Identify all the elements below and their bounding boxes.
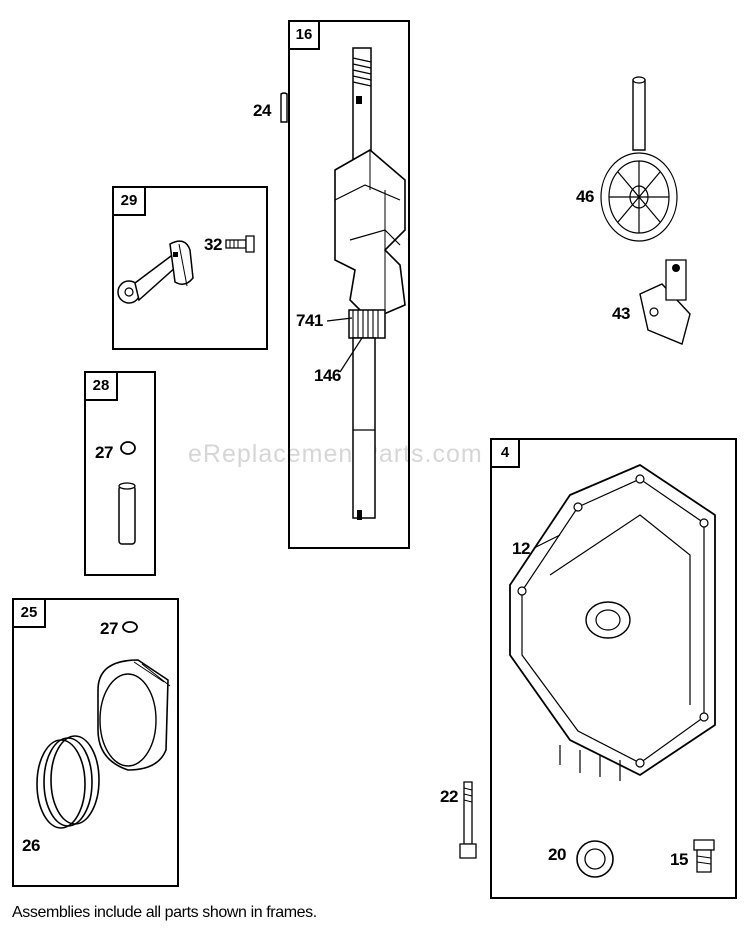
frame-piston-number: 25: [12, 598, 46, 628]
callout-32: 32: [204, 235, 222, 254]
callout-12: 12: [512, 539, 530, 558]
callout-146: 146: [314, 366, 341, 385]
frame-piston-pin-number: 28: [84, 371, 118, 401]
frame-connecting-rod-number: 29: [112, 186, 146, 216]
callout-27a: 27: [95, 443, 113, 462]
callout-741: 741: [296, 311, 323, 330]
piston-pin-part: [116, 480, 138, 550]
frame-connecting-rod: 29: [112, 186, 268, 350]
frame-piston: 25: [12, 598, 179, 887]
connecting-rod-part: [115, 226, 205, 326]
key-part: [278, 92, 290, 124]
frame-crankcase: 4: [490, 438, 737, 899]
crankcase-part: [500, 455, 732, 785]
frame-piston-pin: 28: [84, 371, 156, 576]
assemblies-note: Assemblies include all parts shown in fr…: [12, 904, 317, 921]
oil-seal-part: [572, 836, 618, 882]
watermark-text: eReplacementParts.com: [188, 440, 483, 468]
callout-26: 26: [22, 836, 40, 855]
crankshaft-part: [325, 40, 425, 520]
frame-crankshaft: 16: [288, 20, 410, 549]
frame-crankcase-number: 4: [490, 438, 520, 468]
callout-46: 46: [576, 187, 594, 206]
crankcase-bolt-part: [456, 778, 480, 864]
camshaft-gear-part: [600, 72, 690, 252]
pin-clip-part-a: [118, 438, 138, 458]
callout-43: 43: [612, 304, 630, 323]
callout-20: 20: [548, 845, 566, 864]
rod-bolt-part: [226, 234, 256, 256]
piston-part: [88, 650, 180, 780]
governor-part: [634, 254, 704, 354]
callout-27b: 27: [100, 619, 118, 638]
piston-rings-part: [26, 726, 106, 836]
callout-22: 22: [440, 787, 458, 806]
frame-crankshaft-number: 16: [288, 20, 320, 50]
pin-clip-part-b: [120, 618, 140, 636]
drain-plug-part: [690, 836, 718, 876]
callout-15: 15: [670, 850, 688, 869]
callout-24: 24: [253, 101, 271, 120]
